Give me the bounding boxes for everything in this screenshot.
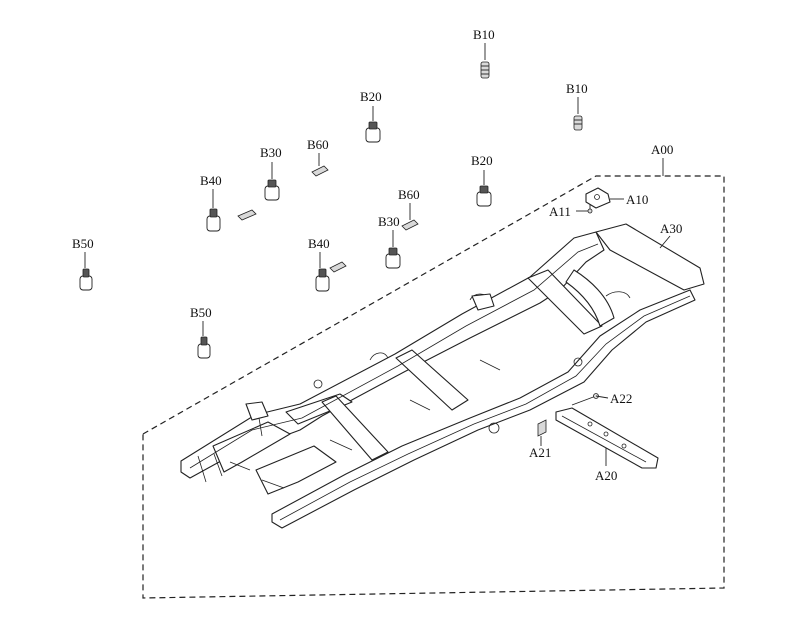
label-b30-right: B30 <box>378 214 400 229</box>
label-b30-left: B30 <box>260 145 282 160</box>
spacer-b10-right[interactable] <box>573 115 583 131</box>
bolt-a22[interactable] <box>571 393 599 406</box>
label-b40-right: B40 <box>308 236 330 251</box>
label-a10: A10 <box>626 192 648 207</box>
mount-b20-right[interactable] <box>476 185 492 207</box>
crossmember-a20[interactable] <box>555 407 659 469</box>
label-b50-lower: B50 <box>190 305 212 320</box>
mount-b50-lower[interactable] <box>197 336 211 359</box>
mount-b30-left[interactable] <box>264 179 280 201</box>
bracket-a10[interactable] <box>585 187 611 209</box>
mount-b40-left[interactable] <box>206 208 221 232</box>
chassis-frame[interactable] <box>180 223 705 529</box>
shim-b40-left-pad[interactable] <box>237 209 257 221</box>
nut-a21[interactable] <box>537 419 547 437</box>
label-a30: A30 <box>660 221 682 236</box>
spacer-b10-top[interactable] <box>480 61 490 79</box>
label-b40-left: B40 <box>200 173 222 188</box>
mount-b40-right[interactable] <box>315 268 330 292</box>
label-a11: A11 <box>549 204 571 219</box>
label-b10-top: B10 <box>473 27 495 42</box>
label-b20-right: B20 <box>471 153 493 168</box>
shim-b60-right[interactable] <box>401 219 419 231</box>
label-b50-left: B50 <box>72 236 94 251</box>
bolt-a11[interactable] <box>587 204 593 214</box>
label-b20-left: B20 <box>360 89 382 104</box>
mount-b20-left[interactable] <box>365 121 381 143</box>
mount-b50-left[interactable] <box>79 268 93 291</box>
label-b60-left: B60 <box>307 137 329 152</box>
label-a20: A20 <box>595 468 617 483</box>
label-a00: A00 <box>651 142 673 157</box>
mount-b30-right[interactable] <box>385 247 401 269</box>
a30-leader <box>659 235 671 249</box>
a22-leader <box>595 395 609 399</box>
label-a22: A22 <box>610 391 632 406</box>
assembly-boundary <box>142 175 725 599</box>
label-a21: A21 <box>529 445 551 460</box>
label-b10-right: B10 <box>566 81 588 96</box>
shim-b60-left[interactable] <box>311 165 329 177</box>
shim-b40-right-pad[interactable] <box>329 261 347 273</box>
label-b60-right: B60 <box>398 187 420 202</box>
